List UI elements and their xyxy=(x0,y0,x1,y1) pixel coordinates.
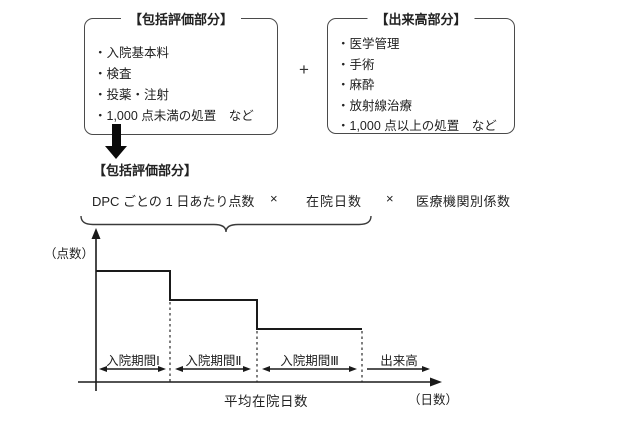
y-axis-arrowhead-icon xyxy=(91,228,101,239)
list-item: ・検査 xyxy=(94,67,132,81)
bundled-payment-item-list: ・入院基本料 ・検査 ・投薬・注射 ・1,000 点未満の処置 など xyxy=(85,19,277,127)
step-chart xyxy=(78,228,442,391)
list-item: ・医学管理 xyxy=(337,37,400,51)
bundled-payment-box: 【包括評価部分】 ・入院基本料 ・検査 ・投薬・注射 ・1,000 点未満の処置… xyxy=(84,9,278,135)
multiply-sign: × xyxy=(270,191,278,206)
down-arrow-icon xyxy=(105,124,128,159)
plus-sign: + xyxy=(299,60,309,79)
dpc-formula: DPC ごとの 1 日あたり点数 × 在院日数 × 医療機関別係数 xyxy=(0,191,644,209)
region-label-period-2: 入院期間Ⅱ xyxy=(185,354,242,368)
list-item: ・1,000 点未満の処置 など xyxy=(94,109,254,123)
region2-span-arrow xyxy=(175,366,251,372)
step-line xyxy=(96,270,362,330)
region-label-period-1: 入院期間Ⅰ xyxy=(106,354,160,368)
down-arrow-shaft xyxy=(112,124,121,147)
list-item: ・麻酔 xyxy=(337,78,375,92)
formula-daily-points: DPC ごとの 1 日あたり点数 xyxy=(92,194,255,209)
underbrace-path xyxy=(80,215,372,233)
x-axis-label: （日数） xyxy=(408,393,459,407)
fee-for-service-item-list: ・医学管理 ・手術 ・麻酔 ・放射線治療 ・1,000 点以上の処置 など xyxy=(328,19,514,137)
formula-length-of-stay: 在院日数 xyxy=(306,194,363,209)
region1-span-arrow xyxy=(99,366,166,372)
region3-span-arrow xyxy=(262,366,357,372)
list-item: ・放射線治療 xyxy=(337,98,413,113)
region-label-fee-for-service: 出来高 xyxy=(380,354,418,368)
bundled-payment-label: 【包括評価部分】 xyxy=(93,163,198,178)
down-arrow-head xyxy=(105,146,127,159)
list-item: ・1,000 点以上の処置 など xyxy=(337,119,497,133)
list-item: ・入院基本料 xyxy=(94,46,170,60)
y-axis-label: （点数） xyxy=(44,247,95,261)
list-item: ・投薬・注射 xyxy=(94,88,170,102)
list-item: ・手術 xyxy=(337,57,375,72)
multiply-sign: × xyxy=(386,191,394,206)
fee-for-service-box-title: 【出来高部分】 xyxy=(367,9,475,28)
x-axis-arrowhead-icon xyxy=(430,377,442,387)
bundled-payment-box-title: 【包括評価部分】 xyxy=(120,9,242,28)
average-los-label: 平均在院日数 xyxy=(224,394,308,409)
formula-hospital-coefficient: 医療機関別係数 xyxy=(416,194,511,209)
underbrace-icon xyxy=(80,215,372,233)
region-label-period-3: 入院期間Ⅲ xyxy=(280,354,339,368)
fee-for-service-arrow xyxy=(367,366,430,372)
fee-for-service-box: 【出来高部分】 ・医学管理 ・手術 ・麻酔 ・放射線治療 ・1,000 点以上の… xyxy=(327,9,515,137)
